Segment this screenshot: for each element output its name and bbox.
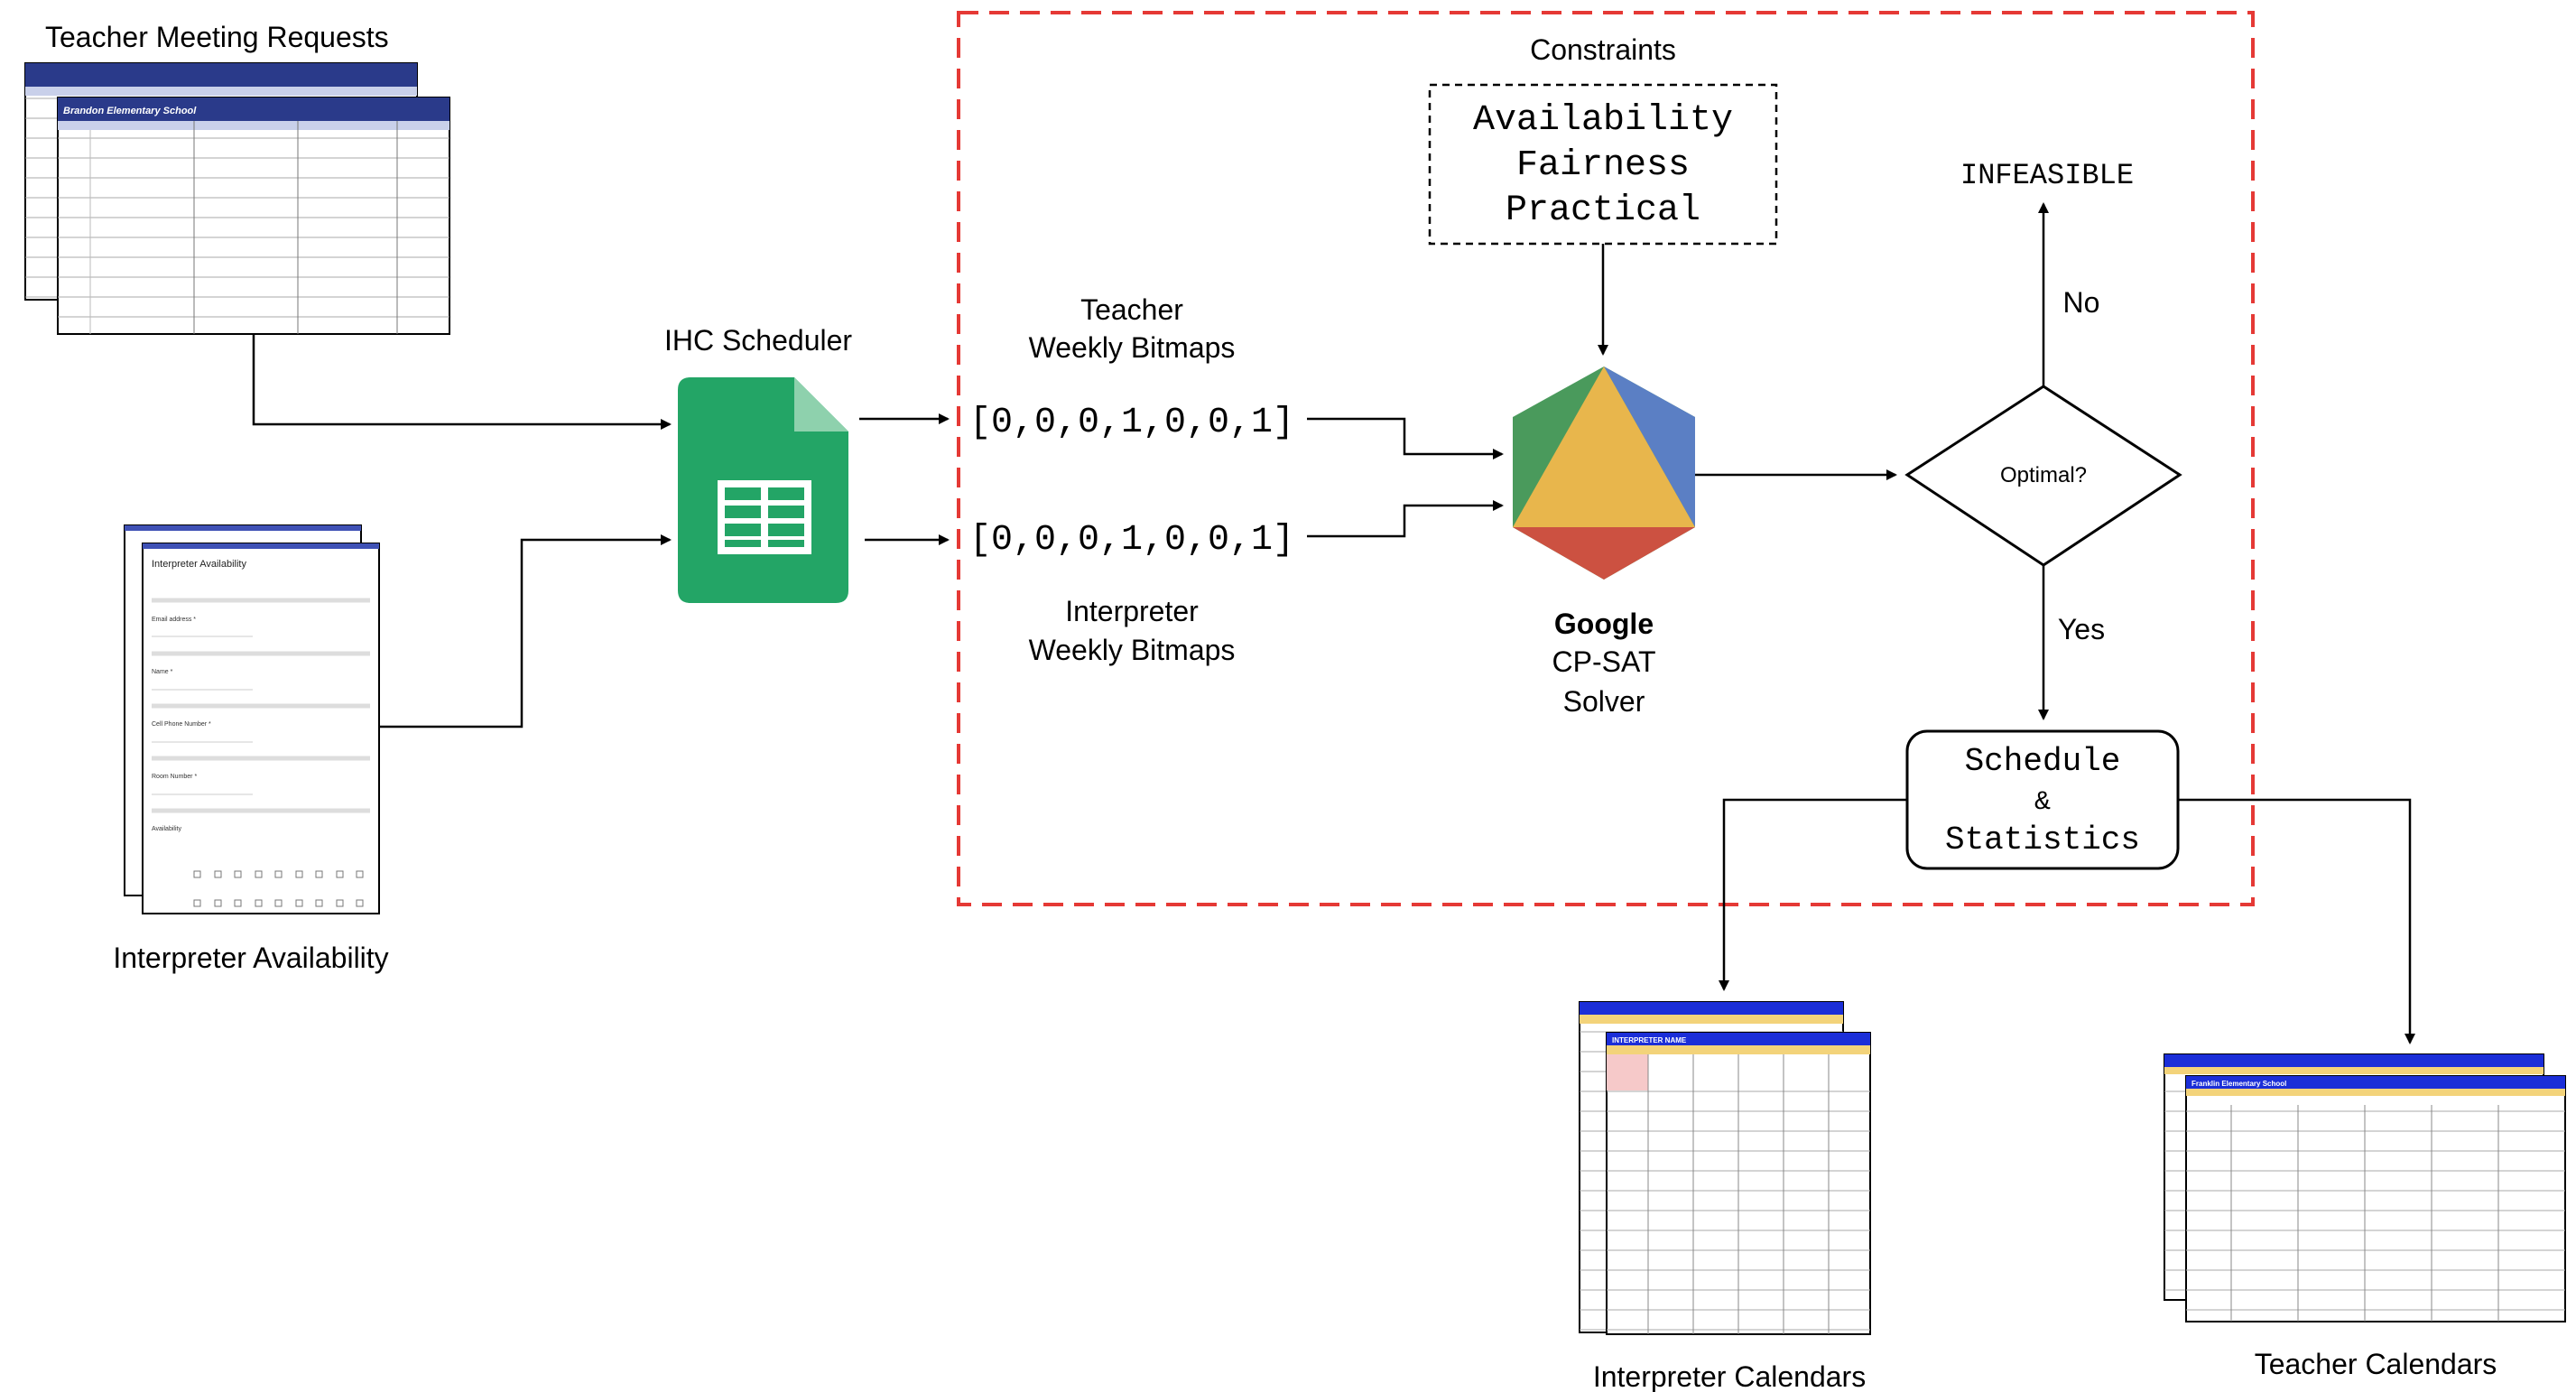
arrow-schedule-to-interpreter-calendars: [1719, 798, 1907, 991]
infeasible-label: INFEASIBLE: [1960, 159, 2134, 192]
form-section-availability: Availability: [152, 826, 181, 832]
interpreter-calendar-title: INTERPRETER NAME: [1612, 1036, 1687, 1044]
constraint-availability: Availability: [1473, 100, 1733, 141]
interpreter-bitmaps-label-line2: Weekly Bitmaps: [1029, 634, 1236, 666]
arrow-requests-to-scheduler: [252, 334, 672, 430]
teacher-requests-spreadsheet-front: Brandon Elementary School: [57, 97, 450, 335]
teacher-requests-label: Teacher Meeting Requests: [45, 21, 389, 53]
teacher-bitmaps-label-line1: Teacher: [1080, 293, 1183, 326]
form-title: Interpreter Availability: [152, 559, 246, 570]
schedule-label: Schedule: [1965, 743, 2121, 780]
yes-branch-label: Yes: [2058, 613, 2105, 645]
constraint-fairness: Fairness: [1516, 145, 1690, 186]
teacher-sheet-title: Brandon Elementary School: [63, 106, 197, 116]
arrow-availability-to-scheduler: [379, 534, 672, 728]
constraints-title: Constraints: [1530, 33, 1676, 66]
teacher-calendar-title: Franklin Elementary School: [2191, 1080, 2286, 1088]
constraint-practical: Practical: [1506, 190, 1700, 231]
solver-label-cpsat: CP-SAT: [1552, 645, 1656, 678]
interpreter-bitmap-value: [0,0,0,1,0,0,1]: [969, 520, 1294, 561]
interpreter-calendar-front: INTERPRETER NAME: [1606, 1032, 1871, 1335]
interpreter-bitmaps-label-line1: Interpreter: [1065, 595, 1199, 627]
solver-label-google: Google: [1554, 608, 1654, 640]
interpreter-form-front: Interpreter Availability Email address *…: [142, 543, 380, 914]
form-field-phone: Cell Phone Number *: [152, 721, 211, 728]
ampersand-label: &: [2034, 787, 2051, 818]
solver-boundary-box: [957, 11, 2255, 906]
form-field-room: Room Number *: [152, 774, 197, 780]
connectors: [252, 202, 2415, 1044]
teacher-bitmaps-label-line2: Weekly Bitmaps: [1029, 331, 1236, 364]
decision-label: Optimal?: [2000, 463, 2087, 487]
interpreter-calendars-label: Interpreter Calendars: [1593, 1360, 1866, 1392]
teacher-bitmap-value: [0,0,0,1,0,0,1]: [969, 403, 1294, 443]
form-field-name: Name *: [152, 669, 173, 675]
arrow-teacher-bitmap-to-solver: [1307, 417, 1504, 459]
ihc-scheduler-label: IHC Scheduler: [664, 324, 852, 357]
teacher-calendar-front: Franklin Elementary School: [2185, 1075, 2566, 1322]
arrow-schedule-to-teacher-calendars: [2178, 798, 2415, 1044]
teacher-calendars-label: Teacher Calendars: [2255, 1348, 2497, 1380]
constraints-box: [1428, 83, 1778, 246]
statistics-label: Statistics: [1945, 821, 2140, 858]
google-sheets-icon: [678, 377, 848, 603]
interpreter-availability-label: Interpreter Availability: [113, 942, 388, 974]
no-branch-label: No: [2063, 286, 2100, 319]
form-checkbox-grid: [193, 870, 364, 907]
cp-sat-logo-icon: [1513, 367, 1695, 580]
solver-label-solver: Solver: [1563, 685, 1645, 718]
form-field-email: Email address *: [152, 617, 196, 623]
arrow-interpreter-bitmap-to-solver: [1307, 500, 1504, 538]
